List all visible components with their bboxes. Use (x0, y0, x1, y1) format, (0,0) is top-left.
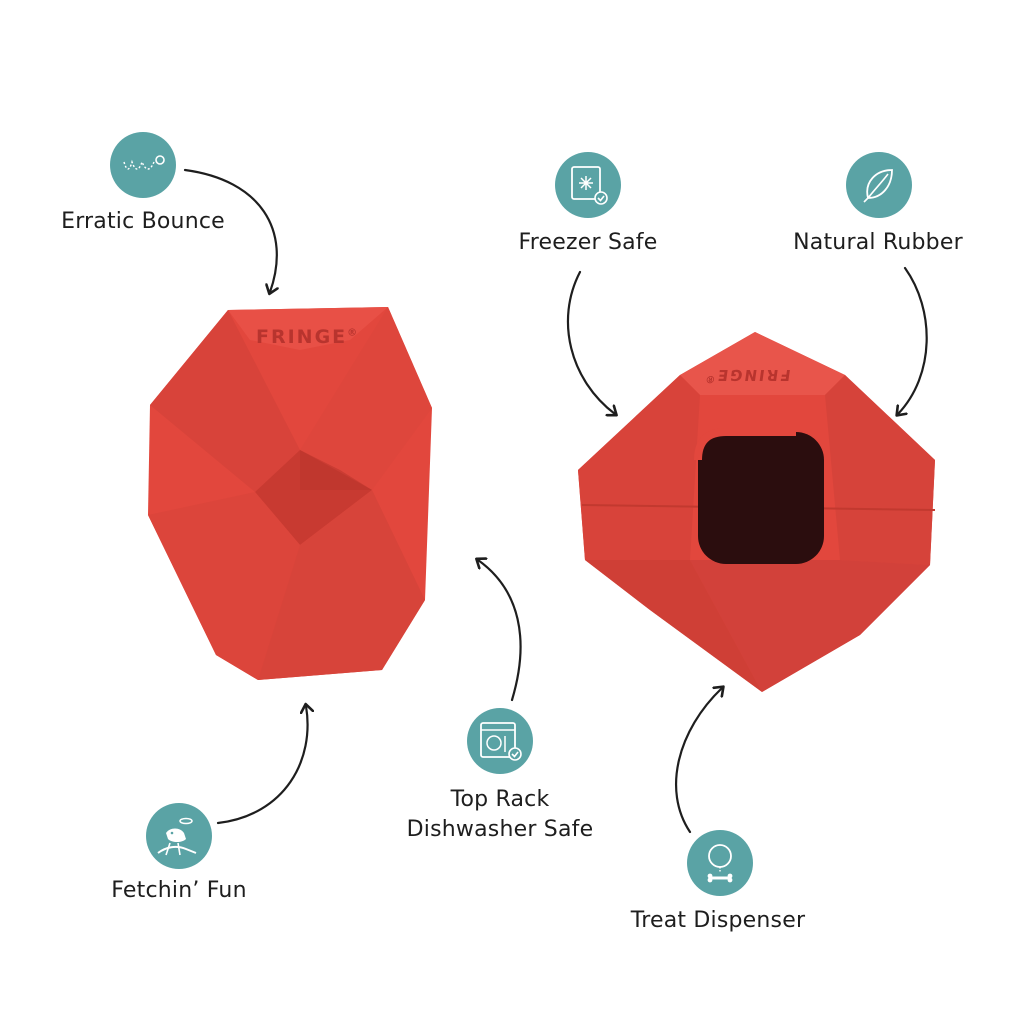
callout-arrows (183, 168, 928, 834)
dishwasher-icon (467, 708, 533, 774)
arrow-treat-dispenser (675, 688, 722, 834)
brand-logo-front: FRINGE® (256, 326, 358, 348)
treat-hole (698, 432, 824, 564)
arrow-dishwasher-safe (478, 560, 522, 702)
feature-dishwasher-label: Top Rack Dishwasher Safe (405, 785, 595, 845)
feature-treat-dispenser-label: Treat Dispenser (630, 908, 806, 933)
brand-logo-side: FRINGE® (704, 366, 792, 384)
feature-freezer-safe-label: Freezer Safe (518, 230, 658, 255)
feature-fetchin-fun-label: Fetchin’ Fun (111, 878, 247, 903)
arrow-erratic-bounce (183, 168, 277, 292)
arrow-fetchin-fun (216, 706, 308, 825)
feature-dishwasher-label-line2: Dishwasher Safe (406, 817, 594, 842)
toy-side-view (578, 332, 936, 692)
dog-fetch-icon (146, 803, 212, 869)
arrow-freezer-safe (566, 270, 615, 414)
feature-natural-rubber-label: Natural Rubber (793, 230, 963, 255)
freezer-icon (555, 152, 621, 218)
arrow-natural-rubber (898, 266, 928, 414)
bounce-path-icon (110, 132, 176, 198)
leaf-icon (846, 152, 912, 218)
treat-bone-icon (687, 830, 753, 896)
feature-erratic-bounce-label: Erratic Bounce (61, 209, 225, 234)
toy-front-view (148, 307, 432, 680)
feature-dishwasher-label-line1: Top Rack (450, 787, 550, 812)
